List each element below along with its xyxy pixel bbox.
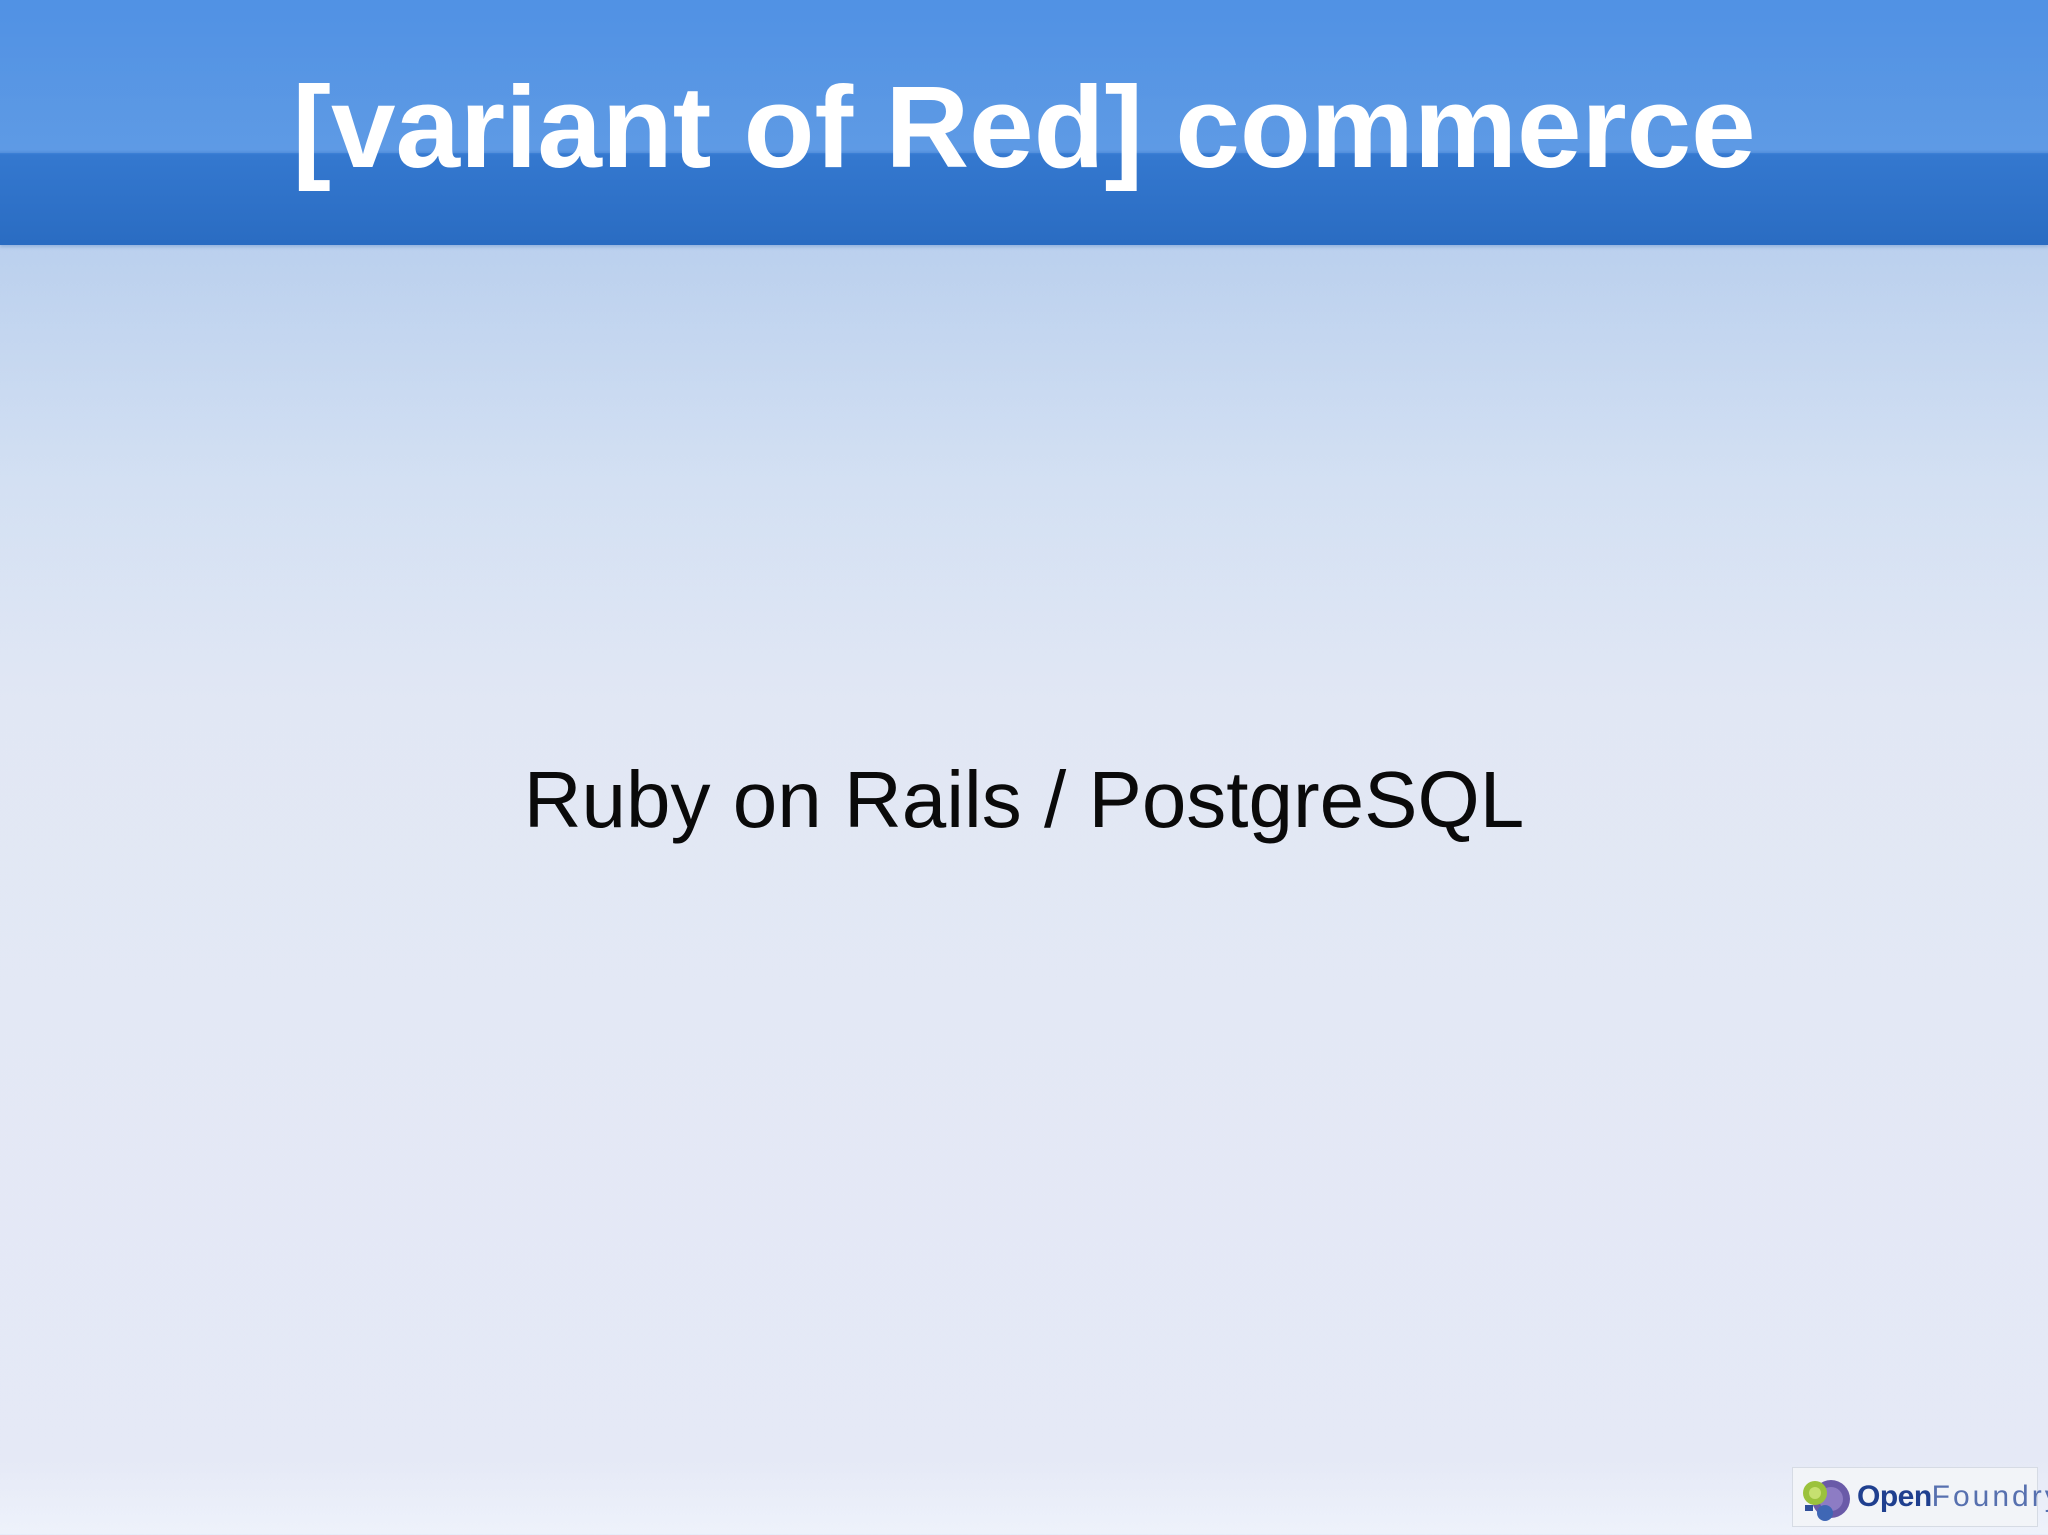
logo-text-bold: Open: [1857, 1480, 1932, 1513]
openfoundry-logo-icon: [1803, 1480, 1850, 1521]
slide-body-text: Ruby on Rails / PostgreSQL: [523, 755, 1525, 844]
title-bar-sheen: [0, 0, 2048, 153]
slide-title: [variant of Red] commerce: [292, 62, 1756, 192]
logo-text: OpenFoundry: [1857, 1480, 2048, 1514]
logo-text-faded: Foundry: [1931, 1480, 2048, 1513]
openfoundry-logo: OpenFoundry: [1792, 1467, 2048, 1527]
title-bar: [0, 0, 2048, 245]
